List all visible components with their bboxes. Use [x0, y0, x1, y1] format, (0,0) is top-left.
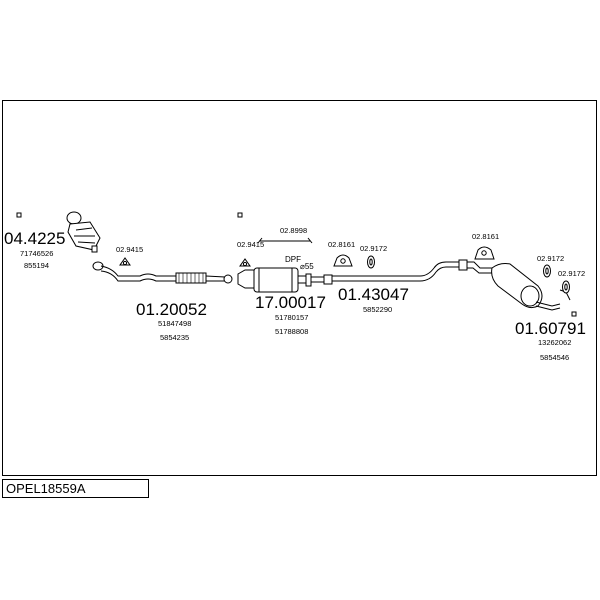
fitting-4-label: 02.8161 [328, 240, 355, 249]
front-pipe-ref: 51847498 [158, 319, 191, 328]
front-cat-ref: 71746526 [20, 249, 53, 258]
rear-muffler-ref: 5854546 [540, 353, 569, 362]
rear-muffler-ref: 13262062 [538, 338, 571, 347]
fitting-1-label: 02.9415 [116, 245, 143, 254]
front-cat-icon[interactable] [66, 211, 104, 271]
fitting-3-icon[interactable] [257, 237, 313, 244]
marker-square [16, 212, 22, 218]
diagram-code: OPEL18559A [6, 481, 86, 496]
dpf-ref: 51780157 [275, 313, 308, 322]
fitting-7-icon[interactable] [543, 264, 551, 278]
middle-pipe-ref: 5852290 [363, 305, 392, 314]
fitting-4-icon[interactable] [333, 254, 353, 267]
front-cat-ref: 855194 [24, 261, 49, 270]
dpf-ref: 51788808 [275, 327, 308, 336]
middle-pipe-part-number: 01.43047 [338, 285, 409, 304]
marker-square [571, 311, 577, 317]
front-pipe-ref: 5854235 [160, 333, 189, 342]
fitting-5-icon[interactable] [367, 255, 375, 269]
fitting-6-icon[interactable] [474, 246, 495, 260]
fitting-5-label: 02.9172 [360, 244, 387, 253]
rear-muffler-icon[interactable] [491, 263, 571, 311]
diagram-frame [2, 100, 597, 476]
fitting-7-label: 02.9172 [537, 254, 564, 263]
fitting-2-icon[interactable] [239, 258, 251, 267]
rear-muffler-part-number: 01.60791 [515, 319, 586, 338]
diagram-code-box: OPEL18559A [2, 479, 149, 498]
middle-pipe-icon[interactable] [323, 259, 492, 285]
dpf-label: DPF [285, 255, 301, 264]
diameter-note: ⌀55 [300, 262, 314, 271]
dpf-icon[interactable] [237, 267, 324, 293]
dpf-part-number: 17.00017 [255, 293, 326, 312]
front-pipe-part-number: 01.20052 [136, 300, 207, 319]
fitting-2-label: 02.9415 [237, 240, 264, 249]
fitting-3-label: 02.8998 [280, 226, 307, 235]
fitting-8-icon[interactable] [562, 280, 570, 294]
fitting-1-icon[interactable] [119, 257, 131, 266]
fitting-6-label: 02.8161 [472, 232, 499, 241]
front-cat-part-number: 04.4225 [4, 229, 65, 248]
front-pipe-icon[interactable] [100, 265, 233, 284]
marker-square [237, 212, 243, 218]
fitting-8-label: 02.9172 [558, 269, 585, 278]
